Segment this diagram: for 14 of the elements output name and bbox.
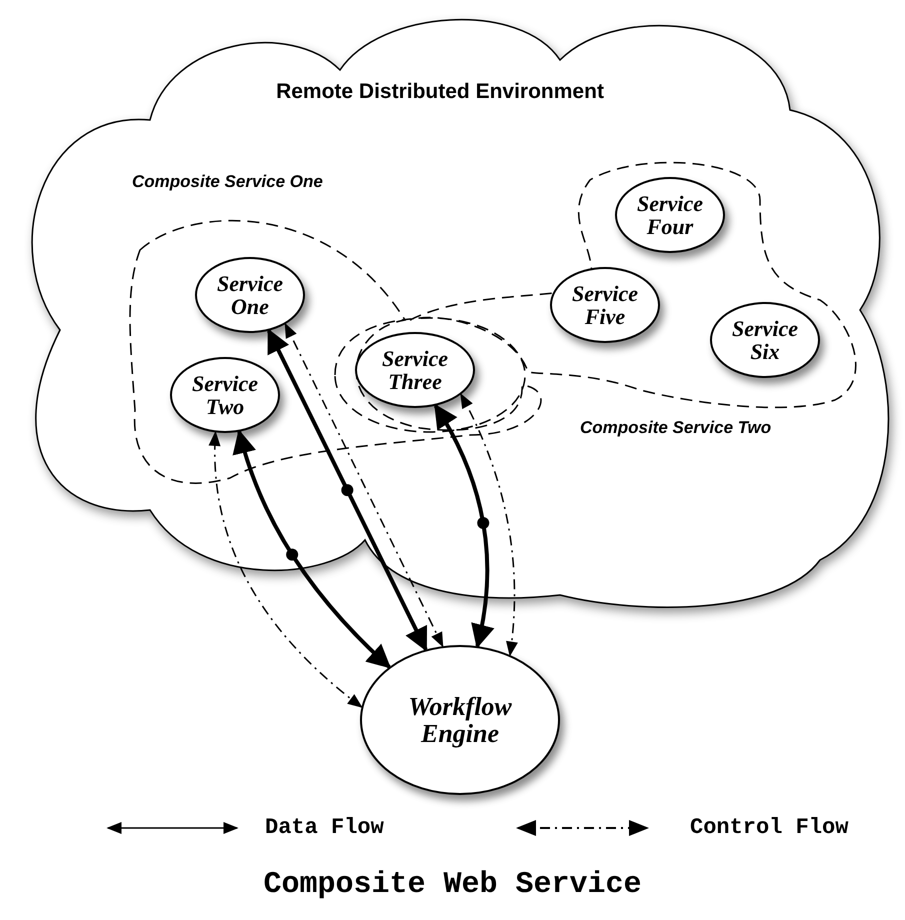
service-label: Service Three xyxy=(381,346,449,394)
legend-label: Data Flow xyxy=(265,815,384,840)
group-label: Composite Service One xyxy=(132,172,324,192)
group-label: Composite Service Two xyxy=(580,418,772,438)
service-label: Service Four xyxy=(636,192,704,238)
environment-title: Remote Distributed Environment xyxy=(275,80,605,104)
legend-label: Control Flow xyxy=(690,815,848,840)
service-label: Service One xyxy=(216,272,284,318)
service-label: Service Two xyxy=(191,372,259,418)
engine-ellipse xyxy=(360,645,560,795)
caption: Composite Web Service xyxy=(262,868,643,902)
service-label: Service Five xyxy=(571,282,639,328)
service-label: Service Six xyxy=(731,316,799,364)
service-label: Workflow Engine xyxy=(407,692,513,748)
